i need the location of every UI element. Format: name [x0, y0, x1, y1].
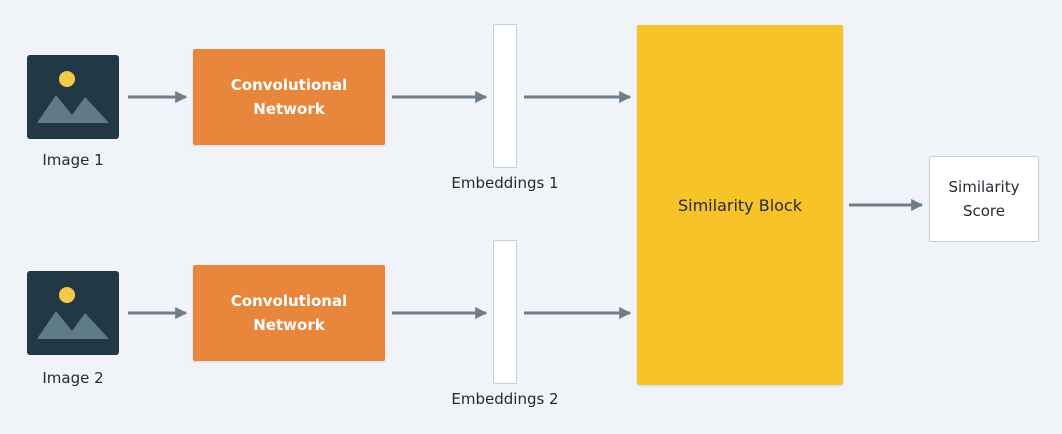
image-1-caption: Image 1	[42, 151, 104, 169]
image-icon	[27, 55, 119, 139]
embeddings-2-bar	[493, 240, 517, 384]
convolutional-network-2: Convolutional Network	[193, 265, 385, 361]
embeddings-1-bar	[493, 24, 517, 168]
similarity-block: Similarity Block	[637, 25, 843, 385]
convolutional-network-2-label: Convolutional Network	[230, 292, 348, 334]
image-2-caption: Image 2	[42, 369, 104, 387]
embeddings-2-label: Embeddings 2	[451, 390, 559, 408]
similarity-block-label: Similarity Block	[677, 195, 802, 215]
similarity-score-box: Similarity Score	[929, 156, 1039, 242]
similarity-score-label: Similarity Score	[948, 178, 1020, 220]
convolutional-network-1-label: Convolutional Network	[230, 76, 348, 118]
image-icon	[27, 271, 119, 355]
convolutional-network-1: Convolutional Network	[193, 49, 385, 145]
embeddings-1-label: Embeddings 1	[451, 174, 559, 192]
